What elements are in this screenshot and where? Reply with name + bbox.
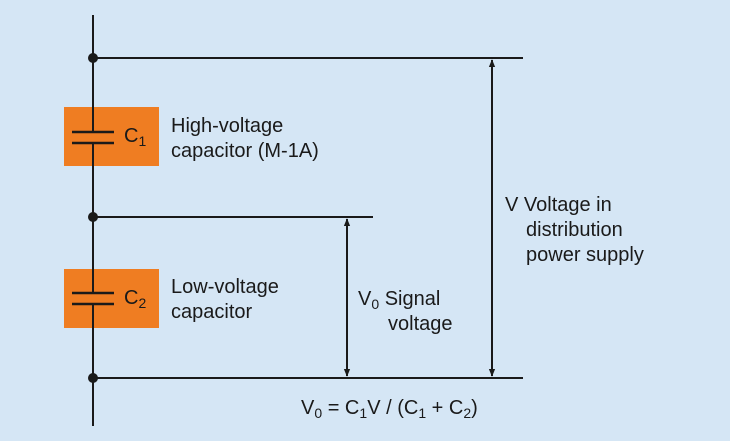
capacitor-c2	[64, 269, 159, 328]
junction-top	[88, 53, 98, 63]
v-voltage-label: V Voltage in distribution power supply	[505, 193, 644, 268]
c1-description: High-voltage capacitor (M-1A)	[171, 114, 319, 164]
c2-description: Low-voltage capacitor	[171, 275, 279, 325]
v-label-line2: distribution	[526, 219, 623, 241]
c1-symbol: C1	[124, 125, 147, 149]
junction-middle	[88, 212, 98, 222]
v0-signal-label: V0 Signal voltage	[358, 287, 453, 337]
capacitor-c1	[64, 107, 159, 166]
formula: V0 = C1V / (C1 + C2)	[301, 397, 478, 421]
c2-label-line1: Low-voltage	[171, 276, 279, 298]
v0-label-line2: voltage	[388, 313, 453, 335]
junction-bottom	[88, 373, 98, 383]
c2-label-line2: capacitor	[171, 301, 253, 323]
c2-symbol: C2	[124, 287, 147, 311]
c1-label-line2: capacitor (M-1A)	[171, 140, 319, 162]
v0-label-line1: V0 Signal	[358, 288, 441, 312]
v-label-line1: V Voltage in	[505, 194, 612, 216]
v-label-line3: power supply	[526, 244, 644, 266]
c1-label-line1: High-voltage	[171, 115, 284, 137]
